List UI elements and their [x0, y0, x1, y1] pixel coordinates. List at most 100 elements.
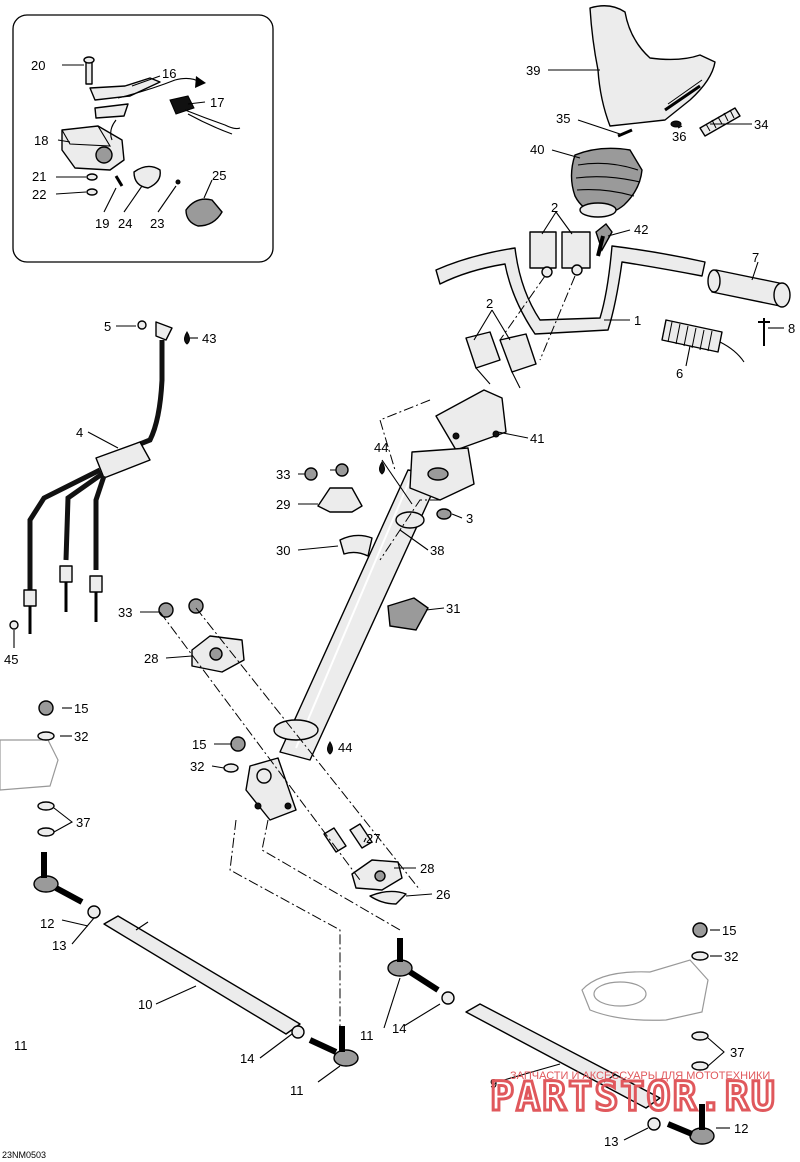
callout-12-left: 12 [40, 916, 54, 931]
callout-36: 36 [672, 129, 686, 144]
callout-15-left: 15 [74, 701, 88, 716]
spindle-arm-right [581, 959, 709, 1021]
sleeve-part-27 [323, 823, 373, 853]
callout-2-lower: 2 [486, 296, 493, 311]
washer-part-32-left [37, 731, 55, 741]
callout-27: 27 [366, 831, 380, 846]
callout-14-left: 14 [240, 1051, 254, 1066]
grip-part-7 [707, 269, 791, 308]
screw-part-23 [175, 179, 181, 185]
nut-part-15-right [692, 922, 708, 938]
callout-35: 35 [556, 111, 570, 126]
bushing-part-31 [387, 597, 429, 631]
callout-40: 40 [530, 142, 544, 157]
harness-part-4 [23, 321, 173, 634]
callout-11-mid: 11 [360, 1028, 374, 1043]
callout-4: 4 [76, 425, 83, 440]
callout-2-upper: 2 [551, 200, 558, 215]
housing-part-18 [61, 119, 125, 171]
diagram-code: 23NM0503 [2, 1150, 46, 1160]
callout-20: 20 [31, 58, 45, 73]
washer-part-22 [86, 188, 98, 196]
callout-32-mid: 32 [190, 759, 204, 774]
switch-part-17 [169, 95, 241, 135]
washer-part-32-mid [223, 763, 239, 773]
callout-23: 23 [150, 216, 164, 231]
spindle-arm-left [0, 739, 59, 791]
plate-part-26 [369, 890, 407, 905]
nut-part-14-right [441, 991, 455, 1005]
callout-11-left: 11 [14, 1038, 28, 1053]
callout-33-mid: 33 [118, 605, 132, 620]
callout-37-left: 37 [76, 815, 90, 830]
screw-part-8 [758, 318, 770, 346]
clamp-part-28-lower [351, 859, 403, 891]
callout-18: 18 [34, 133, 48, 148]
throttle-lever-part-16 [89, 76, 206, 119]
nut-part-14-left [291, 1025, 305, 1039]
tie-rod-end-part-11-left [33, 852, 84, 905]
callout-29: 29 [276, 497, 290, 512]
callout-10: 10 [138, 997, 152, 1012]
watermark-brand: PARTSTOR.RU [490, 1074, 777, 1120]
callout-12-right: 12 [734, 1121, 748, 1136]
nut-part-13-right [647, 1117, 661, 1131]
callout-30: 30 [276, 543, 290, 558]
callout-44-top: 44 [374, 440, 388, 455]
cover-part-24 [133, 165, 161, 189]
callout-28-upper: 28 [144, 651, 158, 666]
callout-14-right: 14 [392, 1021, 406, 1036]
callout-8: 8 [788, 321, 795, 336]
callout-3: 3 [466, 511, 473, 526]
callout-33-top: 33 [276, 467, 290, 482]
handlebar-part-1 [435, 245, 706, 335]
callout-22: 22 [32, 187, 46, 202]
nut-part-15-mid [230, 736, 246, 752]
clip-part-45 [9, 620, 19, 630]
callout-45: 45 [4, 652, 18, 667]
heated-grip-part-6 [661, 319, 745, 363]
callout-28-lower: 28 [420, 861, 434, 876]
callout-39: 39 [526, 63, 540, 78]
handlebar-pad-part-39 [589, 5, 716, 127]
callout-15-right: 15 [722, 923, 736, 938]
callout-11-low: 11 [290, 1083, 304, 1098]
clamp-part-29 [304, 463, 363, 513]
clamp-upper-part-2 [529, 231, 591, 278]
steering-column-part-38 [273, 447, 475, 761]
lubricant-drop-44b [327, 741, 333, 755]
callout-26: 26 [436, 887, 450, 902]
lubricant-drop-43 [184, 331, 190, 345]
washer-part-37-left-a [37, 801, 55, 811]
tie-rod-end-part-11-mid [387, 938, 440, 993]
callout-37-right: 37 [730, 1045, 744, 1060]
callout-7: 7 [752, 250, 759, 265]
clamp-lower-part-2 [465, 331, 537, 389]
washer-part-36 [670, 120, 682, 128]
callout-13-right: 13 [604, 1134, 618, 1149]
callout-42: 42 [634, 222, 648, 237]
tie-rod-end-part-12-right [666, 1104, 715, 1145]
callout-38: 38 [430, 543, 444, 558]
callout-5: 5 [104, 319, 111, 334]
nut-part-13-left [87, 905, 101, 919]
washer-part-37-right-b [691, 1061, 709, 1071]
callout-44-mid: 44 [338, 740, 352, 755]
callout-32-right: 32 [724, 949, 738, 964]
lubricant-drop-44a [379, 461, 385, 475]
bracket-part-41 [435, 389, 507, 451]
callout-34: 34 [754, 117, 768, 132]
callout-32-left: 32 [74, 729, 88, 744]
bolt-part-42 [595, 223, 613, 257]
callout-6: 6 [676, 366, 683, 381]
callout-25: 25 [212, 168, 226, 183]
nut-part-3 [436, 508, 452, 520]
callout-24: 24 [118, 216, 132, 231]
washer-part-37-left-b [37, 827, 55, 837]
watermark-tagline: ЗАПЧАСТИ И АКСЕССУАРЫ ДЛЯ МОТОТЕХНИКИ [510, 1070, 770, 1082]
washer-part-37-right-a [691, 1031, 709, 1041]
washer-part-32-right [691, 951, 709, 961]
callout-15-mid: 15 [192, 737, 206, 752]
cap-part-25 [185, 198, 223, 227]
